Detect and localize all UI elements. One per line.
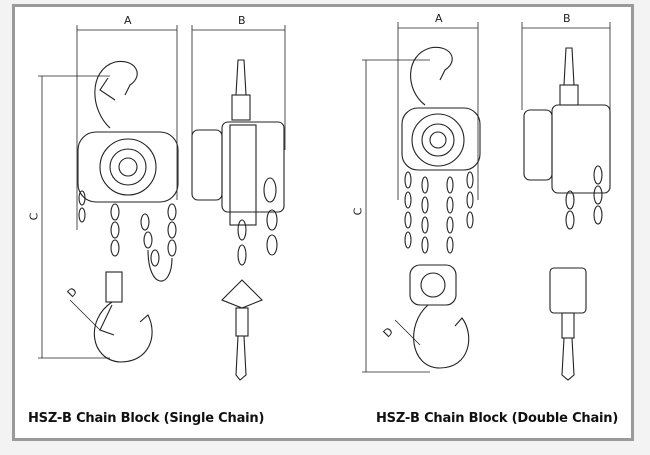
chain — [404, 171, 474, 254]
single-chain-side-view — [191, 59, 285, 381]
dimension-b-label: B — [238, 14, 246, 27]
dimension-b-label: B — [563, 12, 571, 25]
double-chain-front-view — [401, 46, 481, 369]
caption-double-chain: HSZ-B Chain Block (Double Chain) — [376, 411, 619, 426]
dimension-c-label: C — [27, 212, 41, 221]
left-dimensions — [38, 25, 286, 359]
dimension-c-label: C — [351, 207, 365, 216]
single-chain-front-view — [77, 60, 179, 363]
double-chain-side-view — [523, 47, 611, 381]
chain — [78, 190, 177, 282]
dimension-a-label: A — [435, 12, 443, 25]
dimension-a-label: A — [124, 14, 132, 27]
caption-single-chain: HSZ-B Chain Block (Single Chain) — [28, 411, 265, 426]
right-dimensions — [362, 22, 611, 373]
